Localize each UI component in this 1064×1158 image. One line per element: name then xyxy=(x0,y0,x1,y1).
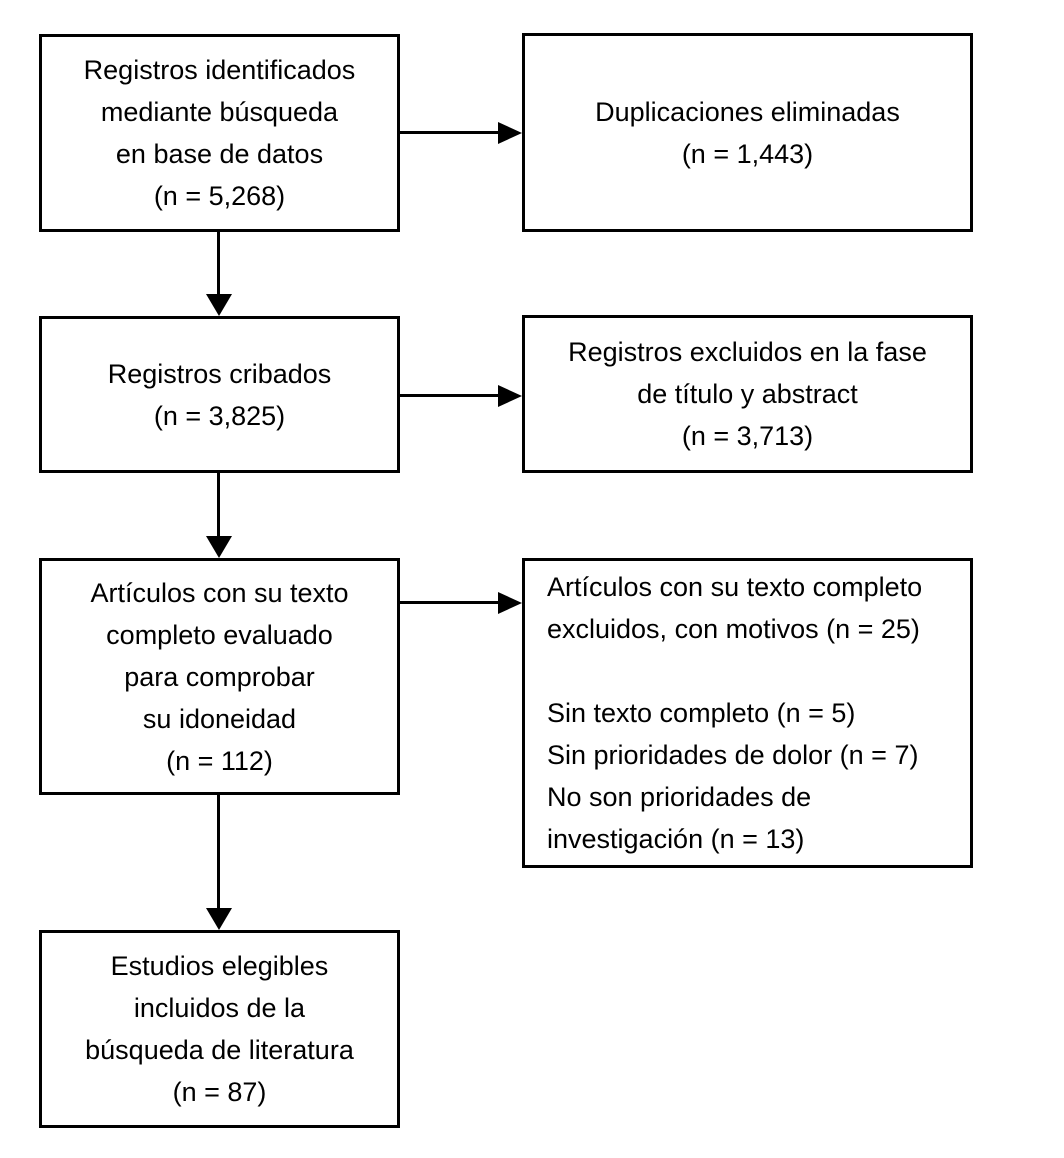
box-studies-included: Estudios elegibles incluidos de la búsqu… xyxy=(39,930,400,1128)
arrow-screened-to-excluded-title xyxy=(400,394,498,397)
box-fulltext-excluded: Artículos con su texto completo excluido… xyxy=(522,558,973,868)
arrow-screened-to-fulltext xyxy=(217,473,220,536)
box-duplicates-removed: Duplicaciones eliminadas (n = 1,443) xyxy=(522,33,973,232)
arrow-fulltext-to-included xyxy=(217,795,220,908)
box-fulltext-assessed: Artículos con su texto completo evaluado… xyxy=(39,558,400,795)
arrow-identified-to-screened xyxy=(217,232,220,294)
box-records-identified: Registros identificados mediante búsqued… xyxy=(39,34,400,232)
arrow-identified-to-duplicates xyxy=(400,131,498,134)
box-records-screened: Registros cribados (n = 3,825) xyxy=(39,316,400,473)
box-excluded-title-abstract: Registros excluidos en la fase de título… xyxy=(522,315,973,473)
arrow-fulltext-to-excluded-fulltext xyxy=(400,601,498,604)
